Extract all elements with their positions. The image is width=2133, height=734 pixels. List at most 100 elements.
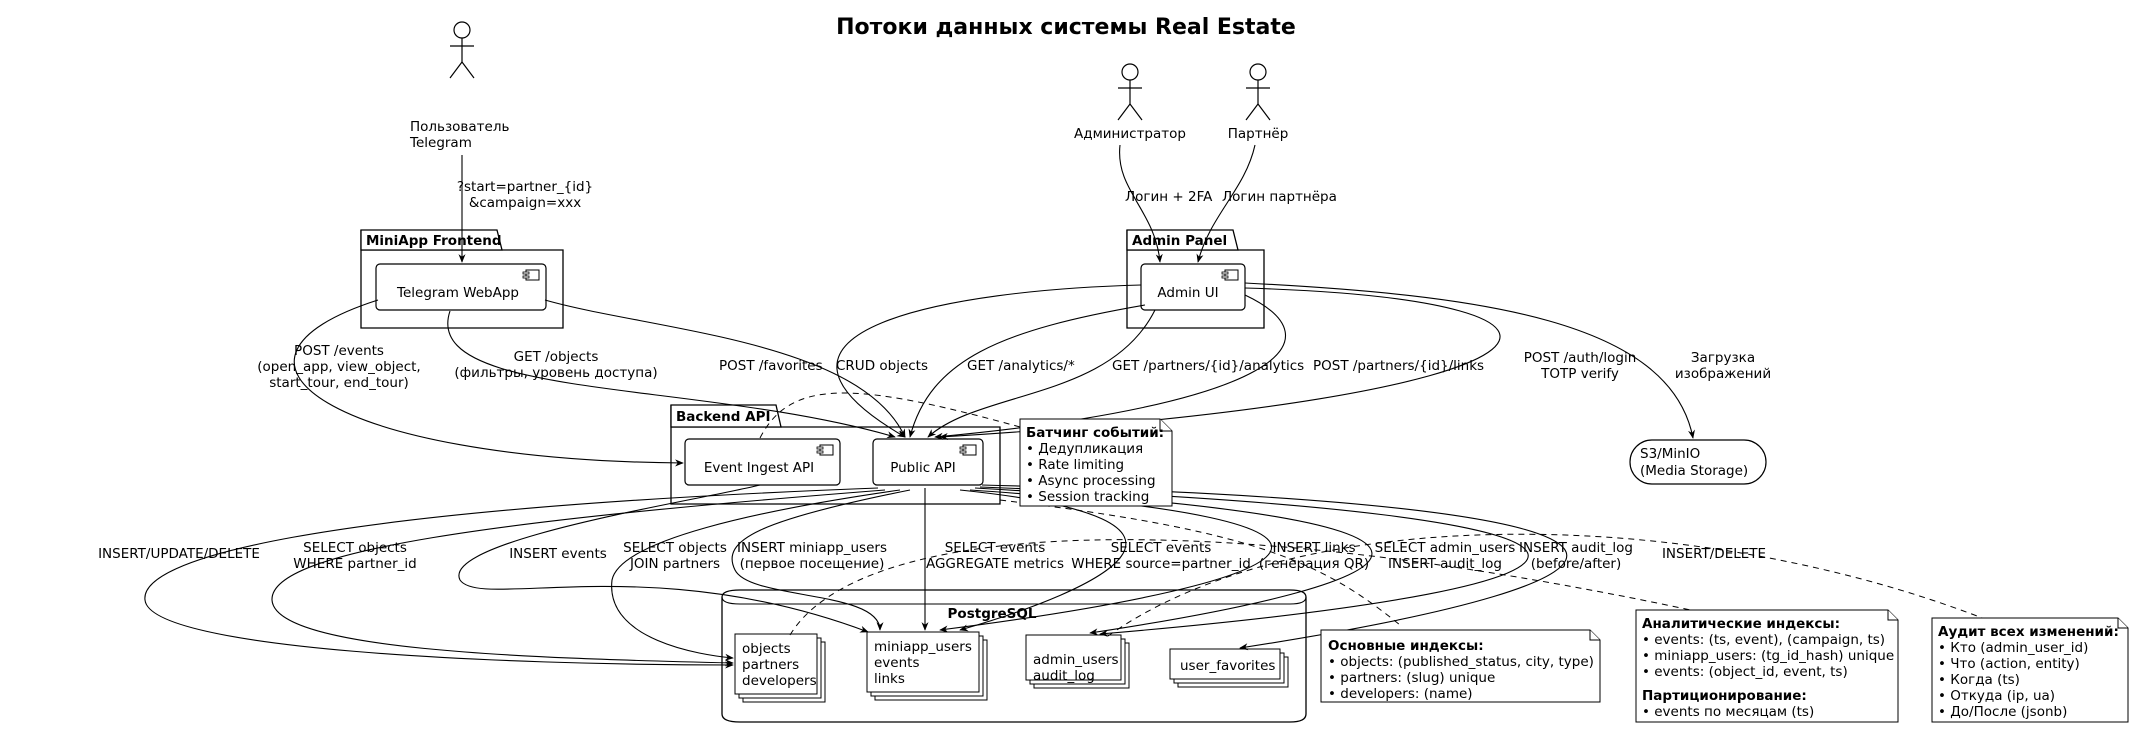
actor-admin: Администратор xyxy=(1074,63,1186,142)
note-analytic-title-2: Партиционирование: xyxy=(1642,688,1807,704)
label-post-events-3: start_tour, end_tour) xyxy=(269,375,409,391)
edge-webapp-get-objects xyxy=(447,310,896,439)
note-main-indexes-title: Основные индексы: xyxy=(1328,638,1484,654)
label-get-analytics: GET /analytics/* xyxy=(967,358,1075,374)
component-telegram-webapp: Telegram WebApp xyxy=(375,263,547,311)
edge-insert-update-delete xyxy=(144,487,879,669)
package-backend-label: Backend API xyxy=(676,409,771,425)
label-insert-events: INSERT events xyxy=(509,546,607,562)
label-post-partner-links: POST /partners/{id}/links xyxy=(1313,358,1484,374)
table-objects: objects xyxy=(742,641,791,657)
edge-webapp-post-events xyxy=(293,299,684,467)
note-audit-item-1: • Кто (admin_user_id) xyxy=(1938,640,2088,656)
actor-admin-label: Администратор xyxy=(1074,126,1186,142)
label-insert-audit-2: (before/after) xyxy=(1531,556,1621,572)
label-get-objects-2: (фильтры, уровень доступа) xyxy=(454,365,657,381)
edge-admin-analytics xyxy=(908,304,1146,438)
event-ingest-label: Event Ingest API xyxy=(704,460,814,476)
edge-labels: ?start=partner_{id} &campaign=xxx Логин … xyxy=(98,179,1771,572)
s3-label-2: (Media Storage) xyxy=(1640,463,1748,479)
label-select-join-1: SELECT objects xyxy=(623,540,727,556)
public-api-label: Public API xyxy=(890,460,956,476)
note-link-audit xyxy=(1107,533,1996,637)
s3-label-1: S3/MinIO xyxy=(1640,446,1700,462)
note-analytic-item-1: • events: (ts, event), (campaign, ts) xyxy=(1642,632,1885,648)
edge-select-join xyxy=(611,489,901,661)
edge-admin-partner-analytics xyxy=(927,309,1156,438)
note-main-indexes-item-1: • objects: (published_status, city, type… xyxy=(1328,654,1594,670)
edge-insert-audit xyxy=(979,486,1529,637)
note-analytic-indexes: Аналитические индексы: • events: (ts, ev… xyxy=(1635,609,1899,723)
note-batching-item-1: • Дедупликация xyxy=(1026,441,1143,457)
note-link-batching xyxy=(759,392,1021,439)
component-public-api: Public API xyxy=(872,438,984,486)
label-select-events-source-1: SELECT events xyxy=(1111,540,1212,556)
label-post-events-2: (open_app, view_object, xyxy=(257,359,420,375)
note-main-indexes: Основные индексы: • objects: (published_… xyxy=(1320,629,1601,703)
actor-partner: Партнёр xyxy=(1228,63,1289,142)
table-group-favorites: user_favorites xyxy=(1169,648,1289,688)
note-analytic-title: Аналитические индексы: xyxy=(1642,616,1840,632)
label-partner-login: Логин партнёра xyxy=(1222,189,1337,205)
note-batching-item-2: • Rate limiting xyxy=(1026,457,1124,473)
note-main-indexes-item-2: • partners: (slug) unique xyxy=(1328,670,1495,686)
label-insert-audit-1: INSERT audit_log xyxy=(1519,540,1633,556)
label-upload-2: изображений xyxy=(1675,366,1771,382)
label-post-auth-2: TOTP verify xyxy=(1540,366,1619,382)
actor-partner-label: Партнёр xyxy=(1228,126,1289,142)
label-select-partner-2: WHERE partner_id xyxy=(293,556,416,572)
note-audit: Аудит всех изменений: • Кто (admin_user_… xyxy=(1931,617,2129,723)
label-select-events-agg-1: SELECT events xyxy=(945,540,1046,556)
package-postgres-label: PostgreSQL xyxy=(948,606,1037,622)
diagram-title: Потоки данных системы Real Estate xyxy=(836,15,1296,40)
label-post-events-1: POST /events xyxy=(294,343,384,359)
table-partners: partners xyxy=(742,657,799,673)
edge-webapp-post-favorites xyxy=(544,299,906,438)
edge-insert-miniapp-users xyxy=(731,489,911,631)
label-get-objects-1: GET /objects xyxy=(514,349,599,365)
label-select-events-agg-2: AGGREGATE metrics xyxy=(926,556,1064,572)
edge-select-partner xyxy=(271,489,886,667)
edge-admin-to-adminui xyxy=(1119,144,1163,263)
table-group-miniapp: miniapp_users events links xyxy=(866,631,988,701)
note-batching: Батчинг событий: • Дедупликация • Rate l… xyxy=(1019,418,1173,507)
note-audit-title: Аудит всех изменений: xyxy=(1938,624,2119,640)
table-group-objects: objects partners developers xyxy=(734,633,826,703)
package-miniapp-label: MiniApp Frontend xyxy=(366,233,502,249)
label-insert-update-delete: INSERT/UPDATE/DELETE xyxy=(98,546,260,562)
edge-select-admin xyxy=(974,487,1373,636)
label-post-favorites: POST /favorites xyxy=(719,358,823,374)
label-start-2: &campaign=xxx xyxy=(469,195,581,211)
label-crud-objects: CRUD objects xyxy=(836,358,928,374)
note-audit-item-2: • Что (action, entity) xyxy=(1938,656,2080,672)
table-user-favorites: user_favorites xyxy=(1180,658,1275,674)
table-events: events xyxy=(874,655,919,671)
package-admin-label: Admin Panel xyxy=(1132,233,1227,249)
table-group-admin: admin_users audit_log xyxy=(1025,634,1130,689)
label-select-partner-1: SELECT objects xyxy=(303,540,407,556)
note-main-indexes-item-3: • developers: (name) xyxy=(1328,686,1473,702)
note-batching-title: Батчинг событий: xyxy=(1026,425,1164,441)
label-start-1: ?start=partner_{id} xyxy=(457,179,593,195)
note-analytic-item-2: • miniapp_users: (tg_id_hash) unique xyxy=(1642,648,1894,664)
actor-user: Пользователь Telegram xyxy=(409,21,509,151)
edge-partner-to-adminui xyxy=(1196,144,1256,263)
s3-minio-storage: S3/MinIO (Media Storage) xyxy=(1629,439,1767,485)
actor-user-label-1: Пользователь xyxy=(410,119,509,135)
label-select-admin-1: SELECT admin_users xyxy=(1375,540,1516,556)
label-upload-1: Загрузка xyxy=(1691,350,1755,366)
label-admin-login: Логин + 2FA xyxy=(1125,189,1213,205)
admin-ui-label: Admin UI xyxy=(1157,285,1218,301)
label-insert-links-1: INSERT links xyxy=(1272,540,1355,556)
edge-insert-events xyxy=(458,484,869,633)
table-developers: developers xyxy=(742,673,817,689)
edge-insert-delete xyxy=(981,484,1568,651)
table-miniapp-users: miniapp_users xyxy=(874,639,972,655)
note-audit-item-3: • Когда (ts) xyxy=(1938,672,2020,688)
note-link-analytic-indexes xyxy=(789,539,1701,636)
edge-admin-auth xyxy=(939,287,1501,441)
note-batching-item-3: • Async processing xyxy=(1026,473,1156,489)
table-audit-log: audit_log xyxy=(1033,668,1095,684)
label-insert-miniapp-users-1: INSERT miniapp_users xyxy=(737,540,887,556)
